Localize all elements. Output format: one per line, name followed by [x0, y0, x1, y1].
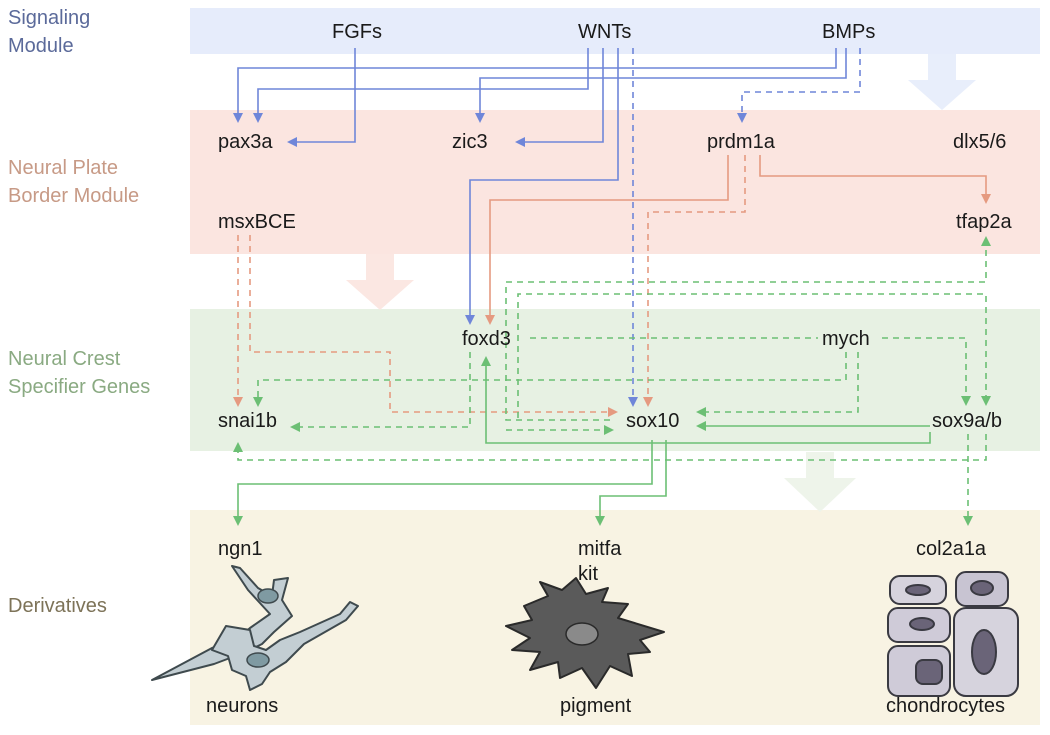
edge-mych-sox10: [696, 352, 859, 417]
edge-msxbce-sox10: [249, 235, 618, 417]
gene-wnts: WNTs: [578, 21, 631, 43]
edge-wnts-pax3a: [253, 48, 589, 123]
edge-foxd3-snai1b: [290, 352, 471, 432]
gene-foxd3: foxd3: [462, 328, 511, 350]
gene-dlx56: dlx5/6: [953, 131, 1006, 153]
edge-wnts-foxd3: [465, 48, 619, 325]
caption-pigment: pigment: [560, 695, 632, 717]
pigment-cell-icon: [505, 577, 665, 689]
gene-kit: kit: [578, 563, 598, 585]
caption-chondrocytes: chondrocytes: [886, 695, 1005, 717]
signaling-module-band: [190, 8, 1040, 54]
edge-bmps-pax3a: [233, 48, 837, 123]
gene-bmps: BMPs: [822, 21, 875, 43]
gene-col2a1a: col2a1a: [916, 538, 987, 560]
edge-fgfs-pax3a: [287, 48, 356, 147]
module-label-derivatives: Derivatives: [8, 595, 107, 617]
flow-arrow-signaling-to-border: [908, 54, 976, 110]
module-label-signaling: Signaling Module: [8, 7, 91, 57]
edge-bmps-prdm1a: [737, 48, 861, 123]
flow-arrow-border-to-specifier: [346, 254, 414, 310]
gene-pax3a: pax3a: [218, 131, 273, 153]
chondrocyte-cells-icon: [887, 571, 1019, 697]
edge-wnts-zic3: [515, 48, 604, 147]
gene-fgfs: FGFs: [332, 21, 382, 43]
edge-sox10-ngn1: [233, 440, 653, 526]
caption-neurons: neurons: [206, 695, 278, 717]
gene-msxbce: msxBCE: [218, 211, 296, 233]
edge-sox9ab-snai1b: [233, 434, 987, 461]
edge-to-sox9ab-a: [517, 293, 991, 418]
module-label-border: Neural Plate Border Module: [8, 157, 140, 207]
gene-sox10: sox10: [626, 410, 679, 432]
gene-snai1b: snai1b: [218, 410, 277, 432]
edge-prdm1a-tfap2a: [759, 155, 991, 204]
gene-mitfa: mitfa: [578, 538, 622, 560]
edge-prdm1a-foxd3: [485, 155, 729, 325]
edge-mych-sox9ab: [882, 337, 971, 406]
neuron-cell-icon: [151, 565, 359, 691]
gene-ngn1: ngn1: [218, 538, 263, 560]
module-label-specifier: Neural Crest Specifier Genes: [8, 348, 151, 398]
gene-prdm1a: prdm1a: [707, 131, 776, 153]
edge-sox9ab-foxd3: [481, 356, 931, 444]
edge-sox10-mitfa: [595, 440, 667, 526]
gene-mych: mych: [822, 328, 870, 350]
flow-arrow-specifier-to-derivatives: [784, 452, 856, 512]
border-module-band: [190, 110, 1040, 254]
gene-zic3: zic3: [452, 131, 488, 153]
edge-sox10-tfap2a: [505, 236, 991, 421]
edge-bmps-zic3: [475, 48, 847, 123]
edge-mych-snai1b: [253, 352, 847, 407]
gene-tfap2a: tfap2a: [956, 211, 1012, 233]
gene-sox9ab: sox9a/b: [932, 410, 1002, 432]
